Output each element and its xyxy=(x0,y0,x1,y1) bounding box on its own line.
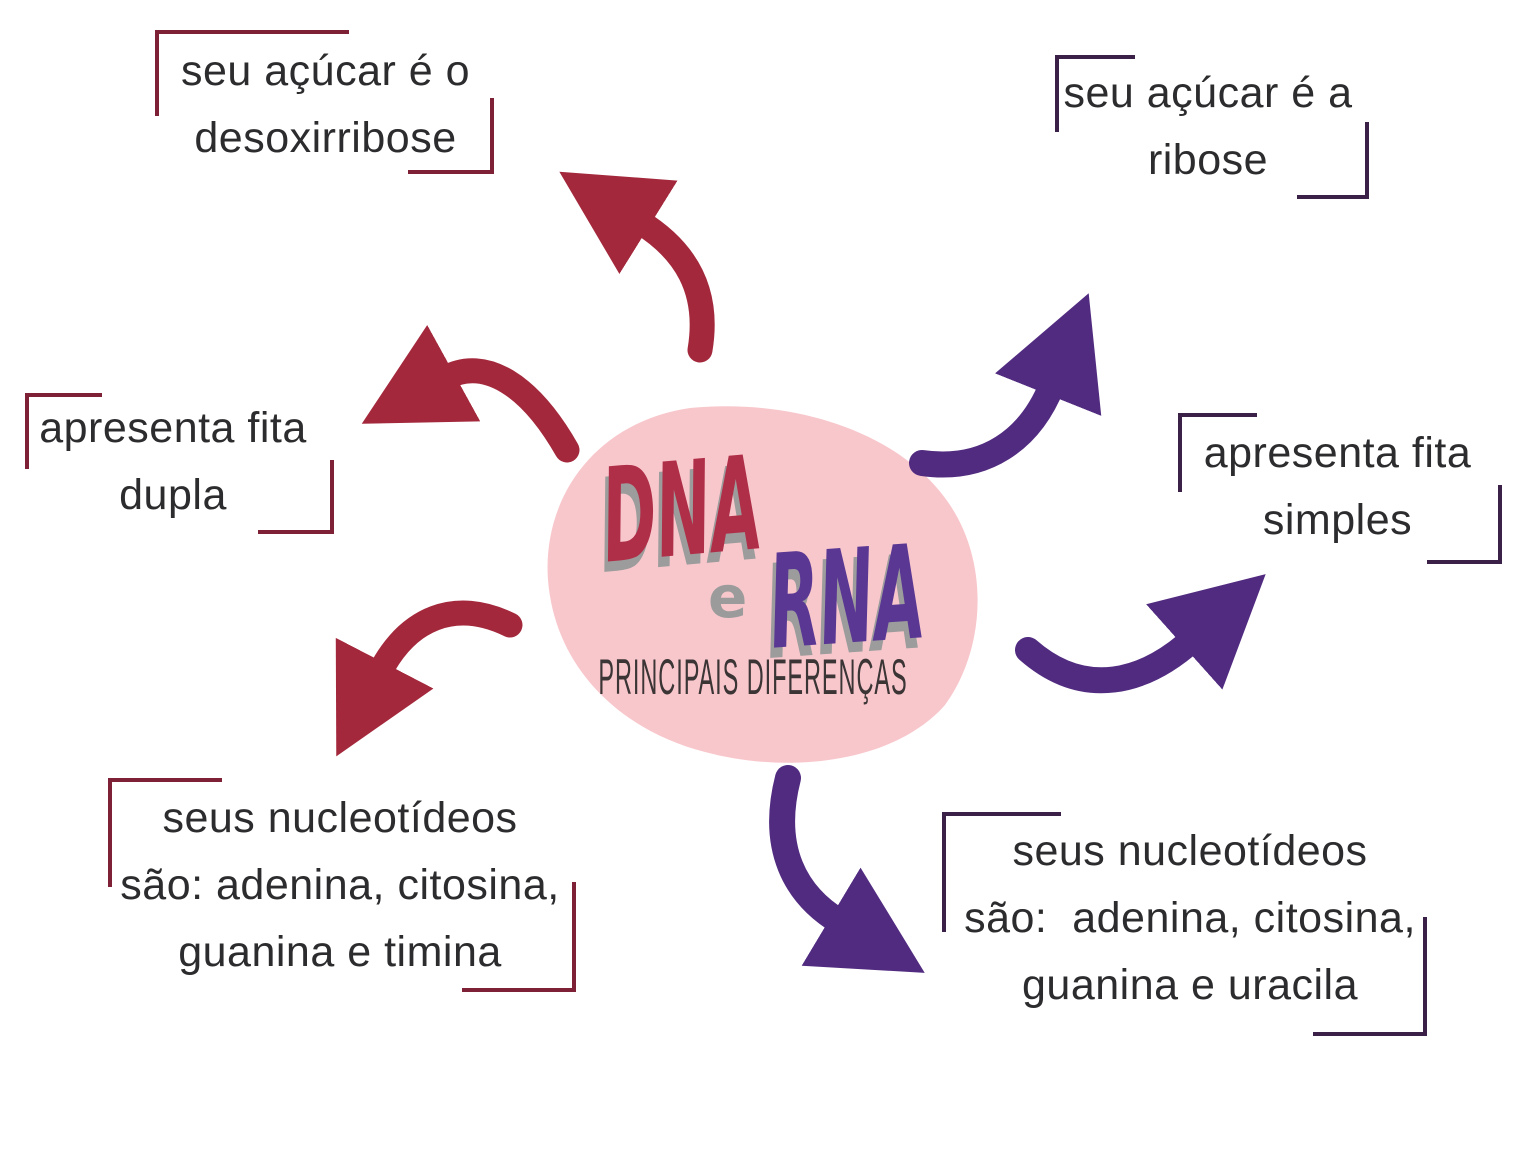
bracket-br-dna-strand xyxy=(258,460,334,534)
arrow-rna-nucleotides xyxy=(769,765,925,973)
bracket-tl-dna-nucleotides xyxy=(108,778,222,887)
note-line: são: adenina, citosina, xyxy=(964,894,1416,942)
note-line: seu açúcar é a xyxy=(1063,69,1353,117)
note-line: ribose xyxy=(1147,136,1269,184)
bracket-br-dna-nucleotides xyxy=(462,882,576,992)
note-line: simples xyxy=(1262,496,1413,544)
bracket-tl-dna-sugar xyxy=(155,30,349,116)
bracket-tl-rna-strand xyxy=(1178,413,1257,492)
note-line: guanina e uracila xyxy=(1021,961,1359,1009)
conjunction-e: e xyxy=(708,563,748,631)
rna-title: RNA xyxy=(764,516,930,679)
dna-title: DNA xyxy=(596,427,768,593)
note-dna-strand: apresenta fita dupla xyxy=(18,395,328,529)
note-dna-nucleotides: seus nucleotídeos são: adenina, citosina… xyxy=(105,785,575,986)
arrow-dna-nucleotides xyxy=(335,600,523,757)
note-line: dupla xyxy=(119,471,227,519)
center-blob xyxy=(547,406,978,763)
bracket-br-rna-nucleotides xyxy=(1313,917,1427,1036)
note-line: guanina e timina xyxy=(178,928,502,976)
bracket-tl-dna-strand xyxy=(25,393,102,469)
arrow-dna-strand xyxy=(361,324,580,463)
arrow-rna-sugar xyxy=(909,293,1102,478)
note-rna-nucleotides: seus nucleotídeos são: adenina, citosina… xyxy=(935,818,1445,1019)
note-line: seu açúcar é o xyxy=(180,47,471,95)
note-line: apresenta fita xyxy=(1203,429,1472,477)
note-rna-strand: apresenta fita simples xyxy=(1175,420,1500,554)
note-line: desoxirribose xyxy=(194,114,457,162)
subtitle: PRINCIPAIS DIFERENÇAS xyxy=(598,649,908,705)
bracket-br-rna-sugar xyxy=(1297,122,1369,199)
bracket-br-dna-sugar xyxy=(408,98,494,174)
bracket-br-rna-strand xyxy=(1427,485,1502,564)
note-rna-sugar: seu açúcar é a ribose xyxy=(1048,60,1368,194)
arrow-dna-sugar xyxy=(559,171,715,363)
note-line: seus nucleotídeos xyxy=(1012,827,1368,875)
note-dna-sugar: seu açúcar é o desoxirribose xyxy=(158,38,493,172)
arrow-rna-strand xyxy=(1015,574,1266,694)
note-line: são: adenina, citosina, xyxy=(120,861,560,909)
bracket-tl-rna-sugar xyxy=(1055,55,1135,132)
bracket-tl-rna-nucleotides xyxy=(942,812,1061,932)
note-line: apresenta fita xyxy=(39,404,307,452)
note-line: seus nucleotídeos xyxy=(162,794,518,842)
